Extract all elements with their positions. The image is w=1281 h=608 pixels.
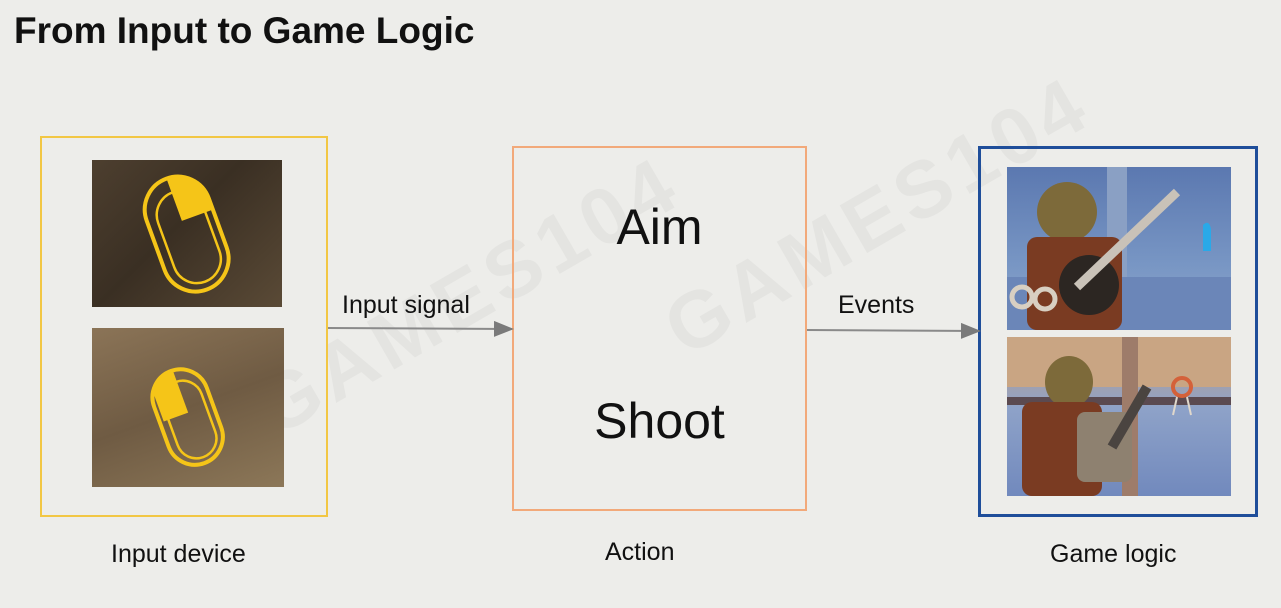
mouse-icon [142, 174, 231, 294]
game-screenshot-bottom [1007, 337, 1231, 496]
mouse-icon [150, 367, 225, 467]
character-shooting-image [1007, 337, 1231, 496]
mouse-image-bottom [92, 328, 284, 487]
action-shoot: Shoot [594, 393, 725, 449]
game-screenshot-top [1007, 167, 1231, 330]
slide-title: From Input to Game Logic [14, 10, 475, 51]
events-label: Events [838, 291, 915, 319]
mouse-image-top [92, 160, 282, 307]
input-signal-label: Input signal [342, 291, 470, 319]
input-device-caption: Input device [111, 540, 246, 568]
action-caption: Action [605, 538, 675, 566]
action-aim: Aim [616, 199, 703, 255]
events-arrow [806, 322, 981, 339]
game-logic-caption: Game logic [1050, 540, 1177, 568]
character-aiming-image [1007, 167, 1231, 330]
input-device-box [40, 136, 328, 517]
